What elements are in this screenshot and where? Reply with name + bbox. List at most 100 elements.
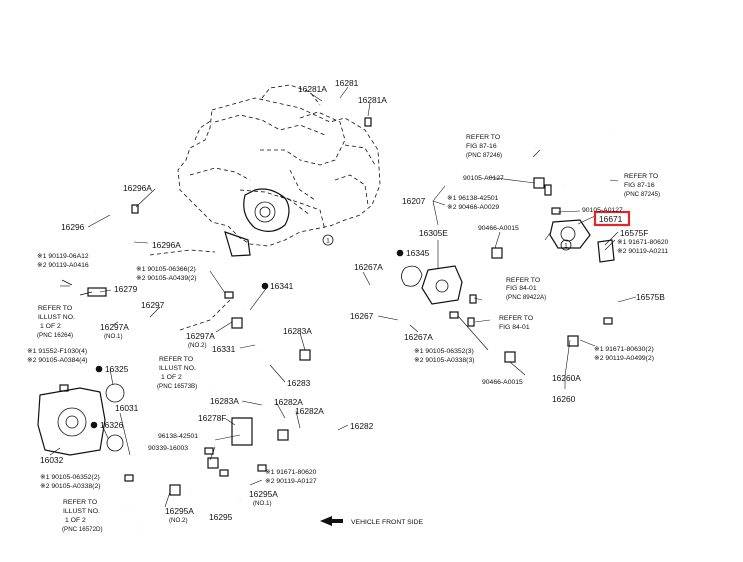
circle-marker-a-label: 1 bbox=[326, 237, 330, 244]
label-16297A-mid: 16297A bbox=[186, 331, 215, 341]
fig-84-a-line-1: REFER TO bbox=[506, 277, 540, 284]
filled-dot-16326 bbox=[90, 421, 98, 429]
fastener-mid-2: ※2 90105-A0439(2) bbox=[136, 275, 197, 282]
bolt-icons bbox=[59, 117, 613, 482]
filled-dot-16325 bbox=[95, 365, 103, 373]
label-16326: 16326 bbox=[100, 420, 124, 430]
fastener-left-mid-1: ※1 91552-F1030(4) bbox=[27, 348, 87, 355]
label-16305E: 16305E bbox=[419, 228, 448, 238]
ref-1-line-1: REFER TO bbox=[38, 305, 72, 312]
ref-3-line-3: 1 OF 2 bbox=[65, 517, 86, 524]
label-90466-A0015-b: 90466-A0015 bbox=[482, 379, 523, 386]
label-16295A-left: 16295A bbox=[165, 506, 194, 516]
fig-84-a-line-3: (PNC 89422A) bbox=[506, 294, 546, 301]
label-16260A: 16260A bbox=[552, 373, 581, 383]
label-16031: 16031 bbox=[115, 403, 139, 413]
ref-2-line-4: (PNC 16573B) bbox=[157, 383, 197, 390]
label-16282A-a: 16282A bbox=[274, 397, 303, 407]
circle-marker-a bbox=[322, 234, 334, 246]
label-16279: 16279 bbox=[114, 284, 138, 294]
fastener-center-low-2: ※2 90119-A0127 bbox=[265, 478, 317, 485]
fastener-upper-right-1: ※1 96138-42501 bbox=[447, 195, 499, 202]
label-16295: 16295 bbox=[209, 512, 233, 522]
label-16345: 16345 bbox=[406, 248, 430, 258]
ref-1-line-2: ILLUST NO. bbox=[38, 314, 75, 321]
fastener-upper-right-2: ※2 90466-A0029 bbox=[447, 204, 499, 211]
label-16325: 16325 bbox=[105, 364, 129, 374]
fig-87-top-line-3: (PNC 87246) bbox=[466, 152, 502, 159]
label-16296A-top: 16296A bbox=[123, 183, 152, 193]
filled-dot-16345 bbox=[396, 249, 404, 257]
leader-lines bbox=[49, 86, 637, 508]
fig-84-a-line-2: FIG 84-01 bbox=[506, 285, 537, 292]
fig-87-right-line-3: (PNC 87245) bbox=[624, 191, 660, 198]
front-arrow-icon bbox=[320, 516, 343, 526]
reference-notes: REFER TO ILLUST NO. 1 OF 2 (PNC 16264) R… bbox=[37, 134, 660, 533]
circle-marker-b bbox=[560, 239, 572, 251]
label-90105-A0127-a: 90105-A0127 bbox=[463, 175, 504, 182]
components bbox=[37, 117, 615, 496]
direction-indicator: VEHICLE FRONT SIDE bbox=[320, 516, 423, 526]
ref-3-line-1: REFER TO bbox=[63, 499, 97, 506]
fastener-left-low-1: ※1 90105-06352(2) bbox=[40, 474, 100, 481]
fastener-left-top-2: ※2 90119-A0416 bbox=[37, 262, 89, 269]
label-16267A-low: 16267A bbox=[404, 332, 433, 342]
label-16297: 16297 bbox=[141, 300, 165, 310]
engine-outline bbox=[149, 84, 381, 331]
ref-2-line-2: ILLUST NO. bbox=[159, 365, 196, 372]
label-16575B: 16575B bbox=[636, 292, 665, 302]
fig-87-top-line-2: FIG 87-16 bbox=[466, 143, 497, 150]
fastener-left-mid-2: ※2 90105-A0384(4) bbox=[27, 357, 88, 364]
fastener-right-top-2: ※2 90119-A0211 bbox=[617, 248, 668, 255]
label-16671: 16671 bbox=[599, 214, 623, 224]
ref-2-line-3: 1 OF 2 bbox=[161, 374, 182, 381]
fastener-right-top-1: ※1 91671-80620 bbox=[617, 239, 669, 246]
ref-3-line-2: ILLUST NO. bbox=[63, 508, 100, 515]
label-16297A-left: 16297A bbox=[100, 322, 129, 332]
label-16331: 16331 bbox=[212, 344, 236, 354]
vehicle-front-side-label: VEHICLE FRONT SIDE bbox=[351, 519, 423, 526]
fastener-far-right-1: ※1 91671-80630(2) bbox=[594, 346, 654, 353]
label-16282A-b: 16282A bbox=[295, 406, 324, 416]
fig-84-b-line-2: FIG 84-01 bbox=[499, 324, 530, 331]
part-labels: 16281A 16281 16281A 16296A 16296 16296A … bbox=[40, 78, 665, 524]
label-16296: 16296 bbox=[61, 222, 85, 232]
label-16267: 16267 bbox=[350, 311, 374, 321]
label-16297A-mid-note: (NO.2) bbox=[188, 342, 207, 349]
label-16283A-mid: 16283A bbox=[283, 326, 312, 336]
label-16575F: 16575F bbox=[620, 228, 648, 238]
label-16207: 16207 bbox=[402, 196, 426, 206]
fastener-left-low-2: ※2 90105-A0338(2) bbox=[40, 483, 101, 490]
label-16341: 16341 bbox=[270, 281, 294, 291]
label-16281A-top: 16281A bbox=[298, 84, 327, 94]
fastener-left-top-1: ※1 90119-06A12 bbox=[37, 253, 89, 260]
label-16260: 16260 bbox=[552, 394, 576, 404]
circle-marker-b-label: 1 bbox=[564, 242, 568, 249]
label-90339-16003: 90339-16003 bbox=[148, 445, 188, 452]
ref-2-line-1: REFER TO bbox=[159, 356, 193, 363]
label-16282: 16282 bbox=[350, 421, 374, 431]
label-96138-42501-left: 96138-42501 bbox=[158, 433, 198, 440]
label-16267A-top: 16267A bbox=[354, 262, 383, 272]
ref-3-line-4: (PNC 16572D) bbox=[62, 526, 103, 533]
label-16281A-right: 16281A bbox=[358, 95, 387, 105]
ref-1-line-4: (PNC 16264) bbox=[37, 332, 73, 339]
fastener-far-right-2: ※2 90119-A0499(2) bbox=[594, 355, 654, 362]
fig-84-b-line-1: REFER TO bbox=[499, 315, 533, 322]
fastener-right-low-1: ※1 90105-06352(3) bbox=[414, 348, 474, 355]
label-16295A-top: 16295A bbox=[249, 489, 278, 499]
label-16297A-left-note: (NO.1) bbox=[104, 333, 123, 340]
highlight-box-16671 bbox=[593, 210, 631, 227]
fig-87-top-line-1: REFER TO bbox=[466, 134, 500, 141]
fastener-right-low-2: ※2 90105-A0338(3) bbox=[414, 357, 475, 364]
ref-1-line-3: 1 OF 2 bbox=[40, 323, 61, 330]
label-16283: 16283 bbox=[287, 378, 311, 388]
fastener-labels: ※1 90119-06A12 ※2 90119-A0416 ※1 90105-0… bbox=[27, 195, 669, 490]
label-90105-A0127-b: 90105-A0127 bbox=[582, 207, 623, 214]
label-16295A-top-note: (NO.1) bbox=[253, 500, 272, 507]
label-16296A-bottom: 16296A bbox=[152, 240, 181, 250]
fastener-mid-1: ※1 90105-06366(2) bbox=[136, 266, 196, 273]
fastener-center-low-1: ※1 91671-80620 bbox=[265, 469, 317, 476]
